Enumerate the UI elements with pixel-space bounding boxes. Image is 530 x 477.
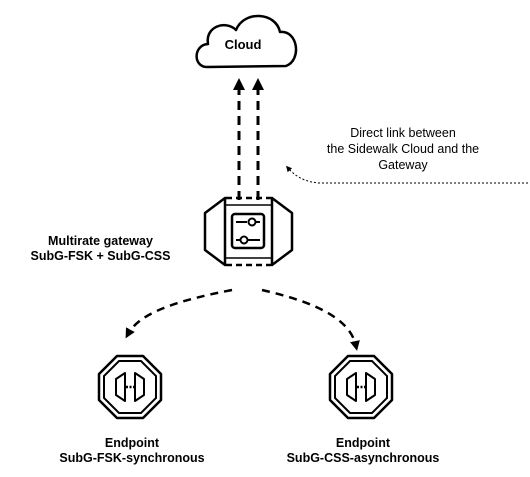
direct-link-note: Direct link between the Sidewalk Cloud a… <box>298 125 508 173</box>
endpoint-fsk-label: Endpoint SubG-FSK-synchronous <box>22 436 242 466</box>
endpoint-css-subtitle: SubG-CSS-asynchronous <box>286 451 440 465</box>
endpoint-css-title: Endpoint <box>335 436 391 450</box>
gateway-icon <box>203 196 294 267</box>
note-line-1: Direct link between <box>350 126 456 140</box>
cloud-label: Cloud <box>224 37 262 52</box>
downlink-arrow-right <box>261 288 360 351</box>
endpoint-css-icon <box>328 354 394 420</box>
gateway-title: Multirate gateway <box>48 234 153 248</box>
endpoint-fsk-title: Endpoint <box>104 436 160 450</box>
endpoint-fsk-subtitle: SubG-FSK-synchronous <box>59 451 205 465</box>
gateway-subtitle: SubG-FSK + SubG-CSS <box>30 249 171 263</box>
note-line-2: the Sidewalk Cloud and the <box>326 142 480 156</box>
downlink-arrow-left <box>125 288 233 339</box>
note-line-3: Gateway <box>378 158 428 172</box>
endpoint-css-label: Endpoint SubG-CSS-asynchronous <box>258 436 468 466</box>
gateway-label: Multirate gateway SubG-FSK + SubG-CSS <box>8 234 193 264</box>
cloud-shape <box>195 14 298 69</box>
note-pointer-arrow <box>286 165 528 184</box>
endpoint-fsk-icon <box>97 354 163 420</box>
